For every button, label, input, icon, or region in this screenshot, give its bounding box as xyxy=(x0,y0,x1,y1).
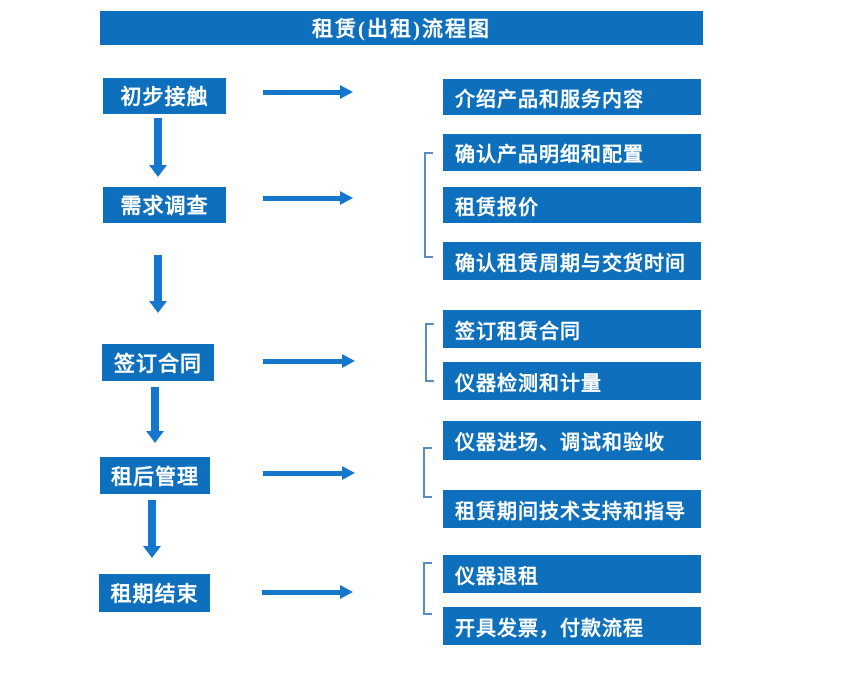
arrow-shaft xyxy=(263,470,342,476)
output-box-instrument-testing: 仪器检测和计量 xyxy=(443,362,701,400)
arrow-head xyxy=(342,354,355,368)
arrow-head xyxy=(143,546,161,558)
arrow-shaft xyxy=(263,195,340,201)
arrow-right-icon xyxy=(263,85,353,99)
output-box-confirm-product-details: 确认产品明细和配置 xyxy=(443,134,701,171)
stage-box-rental-end: 租期结束 xyxy=(99,574,210,612)
arrow-shaft xyxy=(263,89,340,95)
arrow-head xyxy=(149,301,167,313)
output-box-instrument-return: 仪器退租 xyxy=(443,555,701,593)
arrow-shaft xyxy=(151,387,159,431)
page-title: 租赁(出租)流程图 xyxy=(312,17,491,41)
stage-box-sign-contract: 签订合同 xyxy=(102,344,214,381)
arrow-right-icon xyxy=(262,585,353,599)
output-box-invoice-payment: 开具发票，付款流程 xyxy=(443,607,701,645)
title-bar: 租赁(出租)流程图 xyxy=(100,11,703,45)
group-bracket xyxy=(424,152,433,258)
arrow-head xyxy=(342,466,355,480)
arrow-shaft xyxy=(148,500,156,546)
arrow-down-icon xyxy=(146,387,164,443)
group-bracket xyxy=(423,562,432,615)
arrow-head xyxy=(340,585,353,599)
arrow-down-icon xyxy=(149,255,167,313)
output-box-introduce-products: 介绍产品和服务内容 xyxy=(443,79,701,115)
group-bracket xyxy=(423,447,432,498)
arrow-shaft xyxy=(263,358,342,364)
arrow-down-icon xyxy=(149,118,167,177)
arrow-right-icon xyxy=(263,466,355,480)
arrow-right-icon xyxy=(263,354,355,368)
arrow-head xyxy=(149,165,167,177)
arrow-shaft xyxy=(154,255,162,301)
arrow-right-icon xyxy=(263,191,353,205)
output-box-technical-support: 租赁期间技术支持和指导 xyxy=(443,490,701,528)
output-box-rental-quote: 租赁报价 xyxy=(443,187,701,223)
output-box-instrument-arrival: 仪器进场、调试和验收 xyxy=(443,421,701,460)
arrow-head xyxy=(146,431,164,443)
output-box-confirm-rental-period: 确认租赁周期与交货时间 xyxy=(443,242,701,280)
arrow-shaft xyxy=(262,589,340,595)
group-bracket xyxy=(425,323,434,382)
arrow-down-icon xyxy=(143,500,161,558)
arrow-head xyxy=(340,85,353,99)
arrow-shaft xyxy=(154,118,162,165)
stage-box-initial-contact: 初步接触 xyxy=(103,78,226,114)
stage-box-post-rental-management: 租后管理 xyxy=(100,457,210,494)
stage-box-demand-survey: 需求调查 xyxy=(103,187,226,223)
output-box-sign-rental-contract: 签订租赁合同 xyxy=(443,310,701,348)
arrow-head xyxy=(340,191,353,205)
